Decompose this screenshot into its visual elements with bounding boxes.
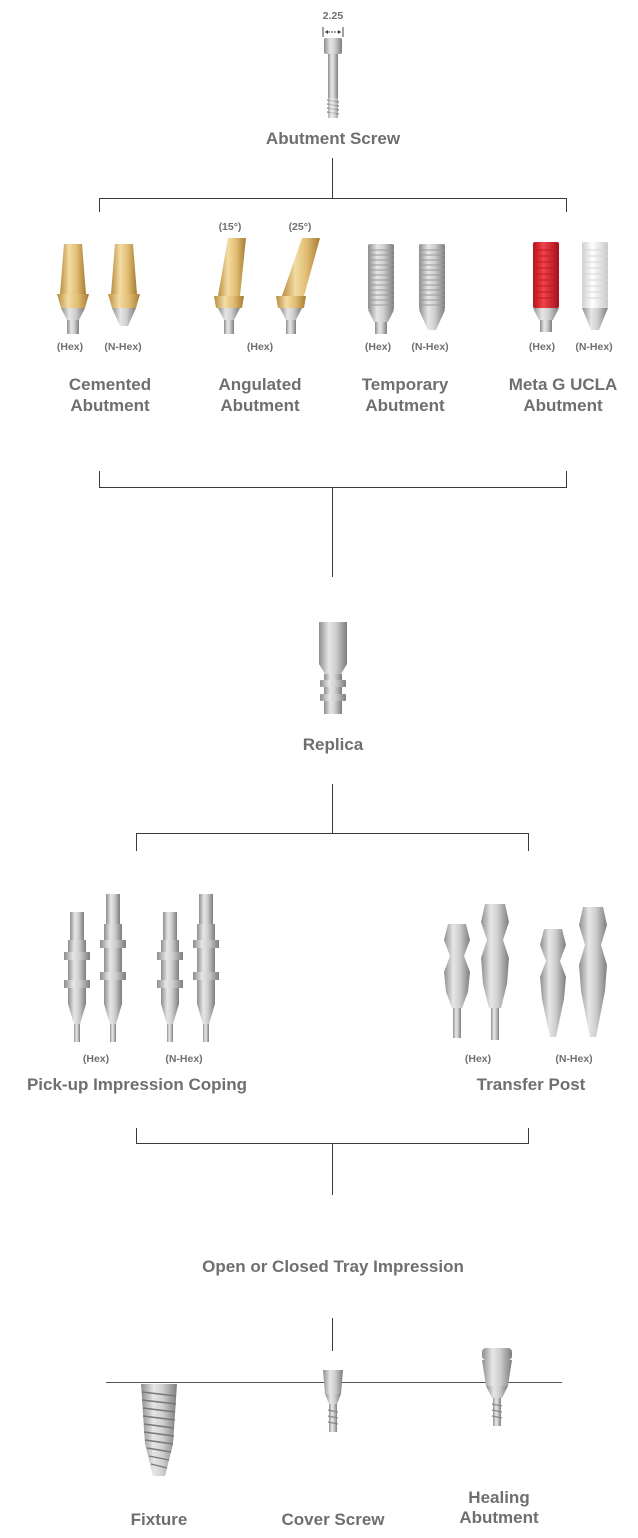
variant-label: (N-Hex) — [104, 341, 142, 353]
variant-label: (N-Hex) — [555, 1053, 593, 1065]
bracket-top-abutments — [99, 198, 567, 199]
angulated-abutment-25-image — [276, 238, 320, 334]
fixture-label: Fixture — [130, 1510, 188, 1529]
bracket-top-impression — [136, 833, 529, 834]
meta-g-ucla-abutment-nhex-image — [582, 242, 608, 330]
cover-screw-label: Cover Screw — [281, 1510, 385, 1529]
cover-screw-image — [323, 1370, 343, 1432]
replica-label: Replica — [302, 735, 364, 754]
connector-line — [332, 1318, 333, 1351]
replica-image — [319, 622, 347, 714]
temporary-abutment-hex-image — [368, 244, 394, 334]
angle-label-25: (25°) — [288, 221, 312, 233]
abutment-screw-label: Abutment Screw — [265, 129, 401, 148]
abutment-screw-image — [324, 38, 342, 118]
pickup-coping-hex-short-image — [64, 912, 90, 1042]
variant-label: (Hex) — [56, 341, 84, 353]
transfer-post-label: Transfer Post — [476, 1075, 586, 1094]
angle-label-15: (15°) — [218, 221, 242, 233]
variant-label: (N-Hex) — [575, 341, 613, 353]
transfer-post-nhex-short-image — [540, 929, 566, 1037]
connector-line — [332, 784, 333, 833]
connector-line — [332, 158, 333, 198]
healing-abutment-image — [482, 1348, 512, 1426]
pickup-coping-nhex-short-image — [157, 912, 183, 1042]
variant-label: (Hex) — [246, 341, 274, 353]
screw-dimension-label: 2.25 — [322, 10, 344, 22]
fixture-image — [141, 1384, 177, 1476]
transfer-post-hex-long-image — [481, 904, 509, 1040]
transfer-post-hex-short-image — [444, 924, 470, 1038]
connector-line — [332, 487, 333, 577]
meta-g-ucla-abutment-hex-image — [533, 242, 559, 332]
cemented-abutment-hex-image — [57, 244, 89, 334]
bracket-bottom-abutments — [99, 487, 567, 488]
connector-line — [332, 1143, 333, 1195]
pickup-impression-coping-label: Pick-up Impression Coping — [26, 1075, 248, 1094]
transfer-post-nhex-long-image — [579, 907, 607, 1037]
tray-impression-label: Open or Closed Tray Impression — [202, 1257, 464, 1276]
angulated-abutment-15-image — [214, 238, 246, 334]
dimension-arrow-icon — [322, 27, 344, 37]
variant-label: (Hex) — [464, 1053, 492, 1065]
cemented-abutment-nhex-image — [108, 244, 140, 326]
variant-label: (Hex) — [82, 1053, 110, 1065]
temporary-abutment-nhex-image — [419, 244, 445, 330]
variant-label: (Hex) — [364, 341, 392, 353]
pickup-coping-hex-long-image — [100, 894, 126, 1042]
variant-label: (N-Hex) — [411, 341, 449, 353]
variant-label: (N-Hex) — [165, 1053, 203, 1065]
variant-label: (Hex) — [528, 341, 556, 353]
pickup-coping-nhex-long-image — [193, 894, 219, 1042]
